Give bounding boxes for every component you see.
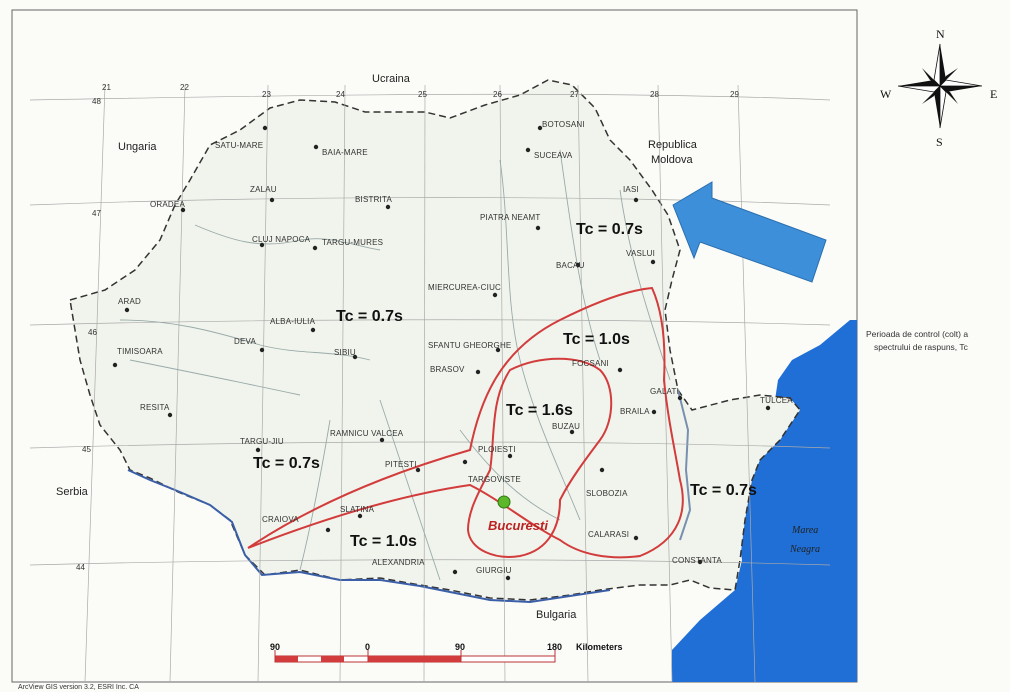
longitude-label: 23 — [262, 90, 271, 99]
city-label: ALEXANDRIA — [372, 558, 425, 567]
city-label: SLOBOZIA — [586, 489, 628, 498]
longitude-label: 29 — [730, 90, 739, 99]
zone-label: Tc = 0.7s — [576, 221, 643, 238]
grid-labels: 21 22 23 24 25 26 27 28 29 48 47 46 45 4… — [76, 83, 739, 572]
black-sea — [672, 320, 857, 682]
romania-territory — [69, 79, 801, 601]
city-label: BUZAU — [552, 422, 580, 431]
city-label: DEVA — [234, 337, 256, 346]
city-label: BOTOSANI — [542, 120, 585, 129]
country-label-ukraine: Ucraina — [372, 73, 411, 85]
longitude-label: 27 — [570, 90, 579, 99]
longitude-label: 25 — [418, 90, 427, 99]
city-label: VASLUI — [626, 249, 655, 258]
city-label: ALBA-IULIA — [270, 317, 316, 326]
city-label: SUCEAVA — [534, 151, 573, 160]
danube-river — [127, 469, 611, 604]
city-label: ZALAU — [250, 185, 277, 194]
city-labels: SATU-MARE BAIA-MARE BOTOSANI SUCEAVA ORA… — [117, 120, 793, 575]
city-label: BACAU — [556, 261, 585, 270]
city-label: RESITA — [140, 403, 170, 412]
zone-label: Tc = 1.0s — [350, 533, 417, 550]
city-label: TARGU-MURES — [322, 238, 383, 247]
compass-south-label: S — [936, 135, 943, 149]
contour-tc-1-0 — [247, 286, 684, 559]
scale-label: 90 — [270, 642, 280, 652]
zone-label: Tc = 1.6s — [506, 402, 573, 419]
city-label: IASI — [623, 185, 639, 194]
compass-west-label: W — [880, 87, 892, 101]
city-label: ARAD — [118, 297, 141, 306]
country-label-hungary: Ungaria — [118, 141, 157, 153]
city-label: PIATRA NEAMT — [480, 213, 540, 222]
country-label-serbia: Serbia — [56, 486, 89, 498]
zone-label: Tc = 0.7s — [253, 455, 320, 472]
pointer-arrow-icon — [672, 181, 827, 283]
latitude-label: 47 — [92, 209, 101, 218]
city-label: PITESTI — [385, 460, 417, 469]
city-dots — [112, 125, 771, 581]
latitude-label: 46 — [88, 328, 97, 337]
sea-label: Marea — [791, 525, 818, 536]
city-label: TULCEA — [760, 396, 793, 405]
compass-north-label: N — [936, 27, 945, 41]
longitude-label: 28 — [650, 90, 659, 99]
scale-unit-label: Kilometers — [576, 642, 623, 652]
city-label: BRAILA — [620, 407, 650, 416]
scale-label: 90 — [455, 642, 465, 652]
longitude-label: 22 — [180, 83, 189, 92]
zone-label: Tc = 0.7s — [336, 308, 403, 325]
rivers — [119, 149, 671, 581]
map-body — [29, 79, 857, 682]
compass-east-label: E — [990, 87, 997, 101]
city-label: FOCSANI — [572, 359, 609, 368]
compass-rose-icon — [897, 43, 983, 129]
latitude-label: 45 — [82, 445, 91, 454]
latitude-label: 48 — [92, 97, 101, 106]
city-label: GALATI — [650, 387, 679, 396]
contour-tc-1-6 — [466, 357, 613, 558]
city-label: BISTRITA — [355, 195, 392, 204]
capital-label: Bucuresti — [488, 518, 548, 533]
zone-label: Tc = 1.0s — [563, 331, 630, 348]
coordinate-grid — [29, 84, 831, 682]
city-label: SIBIU — [334, 348, 356, 357]
legend-text: Perioada de control (colt) a — [866, 329, 968, 339]
city-label: CLUJ NAPOCA — [252, 235, 311, 244]
capital-marker — [497, 495, 511, 509]
legend-text: spectrului de raspuns, Tc — [874, 342, 969, 352]
city-label: SLATINA — [340, 505, 375, 514]
scale-label: 0 — [365, 642, 370, 652]
city-label: CALARASI — [588, 530, 629, 539]
longitude-label: 21 — [102, 83, 111, 92]
sea-label: Neagra — [789, 544, 820, 555]
city-label: SATU-MARE — [215, 141, 263, 150]
city-label: PLOIESTI — [478, 445, 516, 454]
city-label: TIMISOARA — [117, 347, 163, 356]
city-label: TARGOVISTE — [468, 475, 521, 484]
city-label: TARGU-JIU — [240, 437, 284, 446]
longitude-label: 24 — [336, 90, 345, 99]
city-label: MIERCUREA-CIUC — [428, 283, 501, 292]
country-label-bulgaria: Bulgaria — [536, 609, 577, 621]
danube-lower — [677, 389, 692, 541]
city-label: BRASOV — [430, 365, 465, 374]
scale-bar — [274, 650, 556, 663]
city-label: BAIA-MARE — [322, 148, 368, 157]
footer-credit: ArcView GIS version 3.2, ESRI Inc. CA — [18, 684, 139, 691]
city-label: SFANTU GHEORGHE — [428, 341, 511, 350]
zone-label: Tc = 0.7s — [690, 482, 757, 499]
city-label: RAMNICU VALCEA — [330, 429, 404, 438]
country-label-moldova: Moldova — [651, 154, 693, 166]
scale-label: 180 — [547, 642, 562, 652]
country-label-moldova: Republica — [648, 139, 698, 151]
city-label: GIURGIU — [476, 566, 512, 575]
longitude-label: 26 — [493, 90, 502, 99]
city-label: ORADEA — [150, 200, 185, 209]
city-label: CONSTANTA — [672, 556, 722, 565]
latitude-label: 44 — [76, 563, 85, 572]
city-label: CRAIOVA — [262, 515, 299, 524]
